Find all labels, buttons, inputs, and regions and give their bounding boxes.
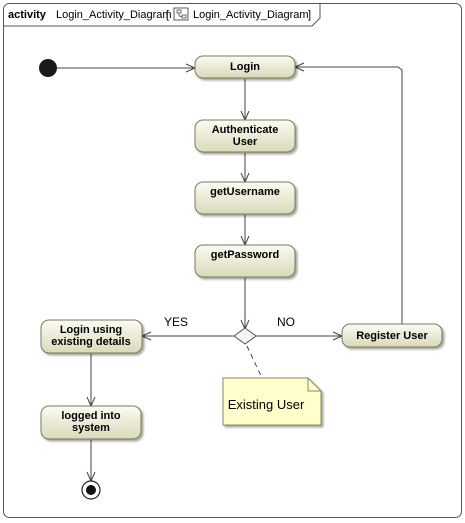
frame-reference-name: Login_Activity_Diagram: [193, 9, 309, 21]
action-authenticate-label-line2: User: [233, 136, 258, 148]
action-logged-in-label-line1: logged into: [61, 410, 121, 422]
final-node: [81, 480, 101, 500]
frame-keyword: activity: [8, 9, 47, 21]
action-logged-in-label-line2: system: [72, 422, 110, 434]
action-login[interactable]: Login: [194, 55, 296, 79]
action-login-existing-label-line1: Login using: [60, 324, 122, 336]
diagram-reference-icon: [173, 7, 189, 21]
action-login-existing-details[interactable]: Login using existing details: [40, 319, 143, 354]
guard-no: NO: [277, 315, 295, 329]
action-register-user[interactable]: Register User: [341, 323, 443, 348]
initial-node: [39, 59, 57, 77]
frame-bracket-close: ]: [308, 9, 311, 21]
action-logged-into-system[interactable]: logged into system: [40, 405, 142, 440]
action-get-username[interactable]: getUsername: [194, 181, 296, 215]
action-register-user-label: Register User: [356, 330, 428, 342]
action-login-existing-label-line2: existing details: [51, 336, 130, 348]
action-get-password-label: getPassword: [211, 249, 279, 261]
edge-register-to-login: [296, 66, 403, 324]
action-authenticate-user[interactable]: Authenticate User: [194, 119, 296, 153]
action-authenticate-label-line1: Authenticate: [212, 124, 279, 136]
note-existing-user[interactable]: Existing User: [222, 377, 322, 426]
note-existing-user-text: Existing User: [228, 397, 305, 412]
decision-node: [233, 327, 257, 345]
action-get-password[interactable]: getPassword: [194, 244, 296, 278]
action-login-label: Login: [230, 61, 260, 73]
note-anchor-line: [246, 345, 263, 379]
action-get-username-label: getUsername: [210, 186, 280, 198]
frame-name: Login_Activity_Diagram: [56, 9, 172, 21]
guard-yes: YES: [164, 315, 188, 329]
frame-bracket-open: [: [166, 9, 169, 21]
frame-header-tab: [3, 3, 321, 27]
